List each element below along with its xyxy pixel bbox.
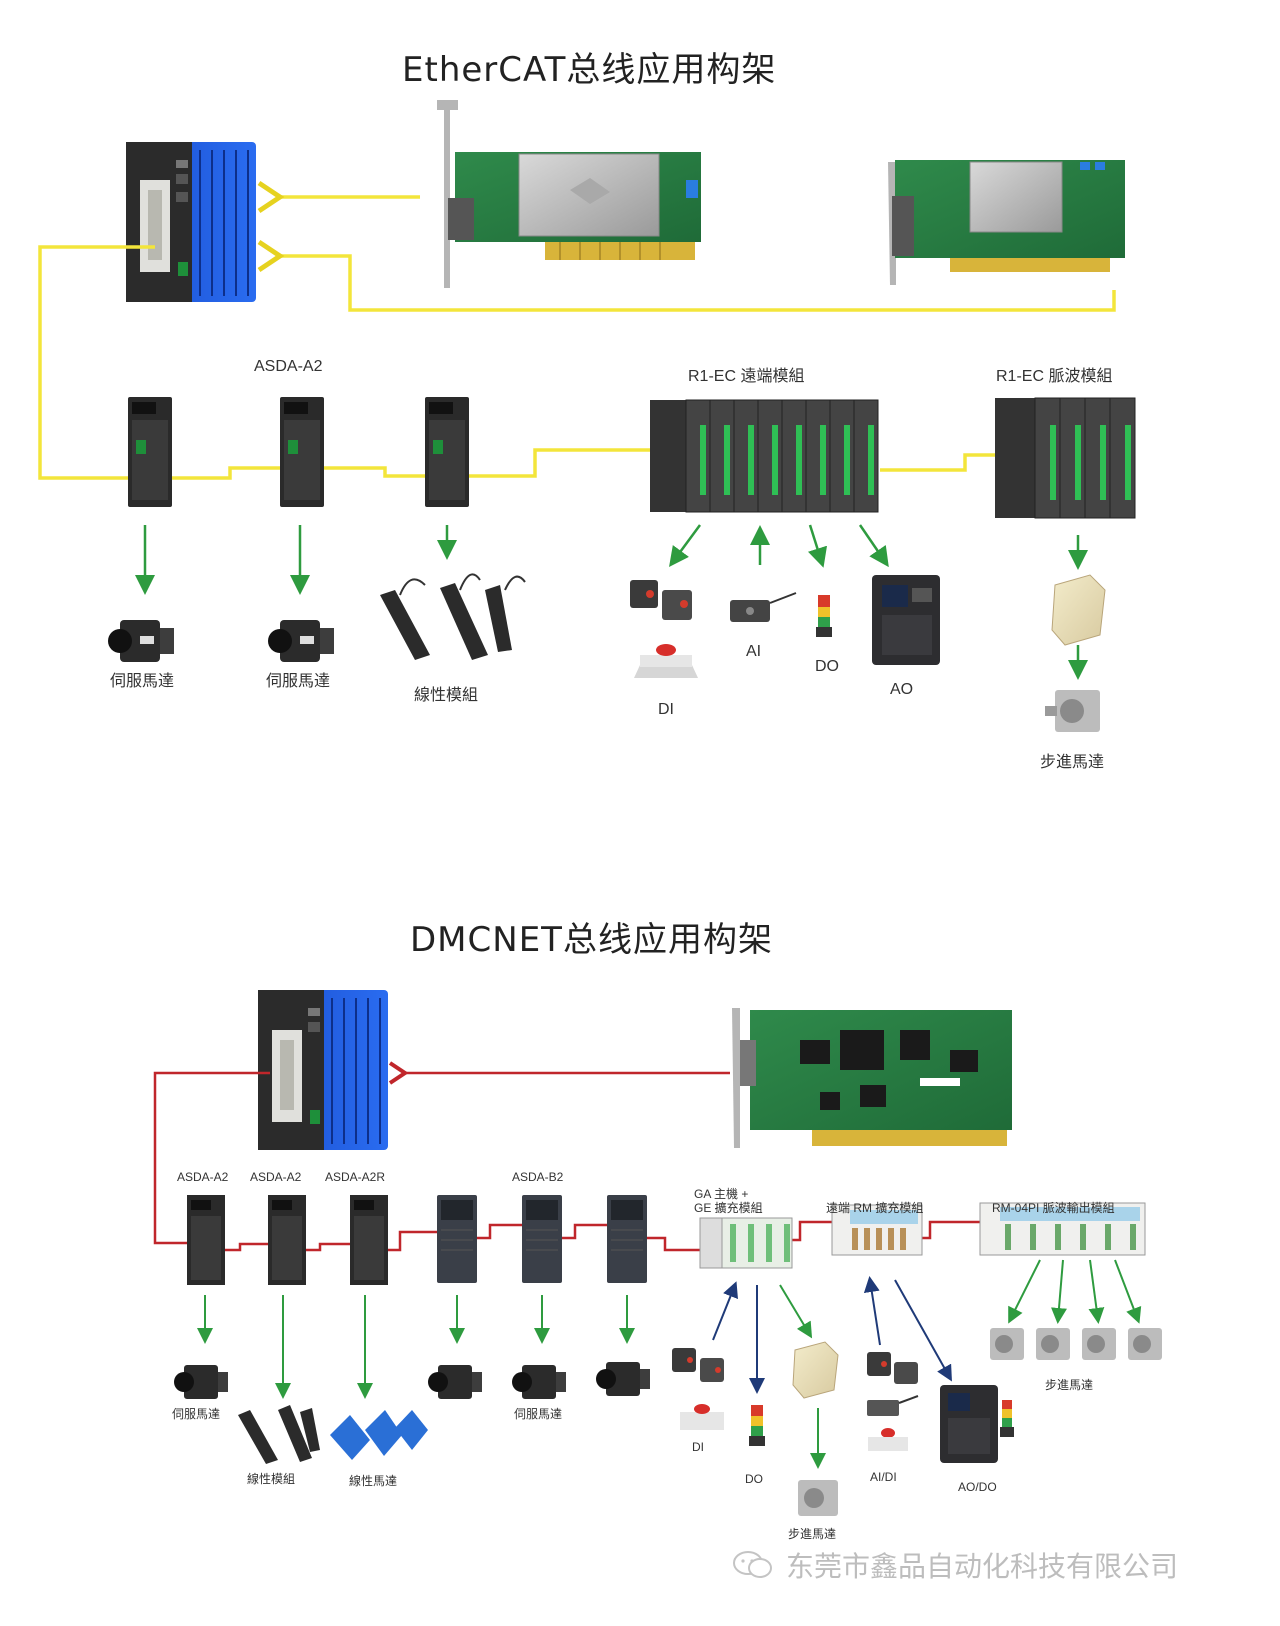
pci-card-icon: [437, 100, 701, 288]
servo-drive-icon: [350, 1195, 388, 1285]
servo-motor-icon: [268, 620, 334, 662]
inverter-icon: [872, 575, 940, 665]
servo-motor-icon: [596, 1362, 650, 1396]
label-r1-remote: R1-EC 遠端模組: [688, 368, 805, 385]
label-linear-module: 線性模組: [414, 687, 479, 704]
sensor-icon: [730, 592, 797, 622]
label-ai: AI: [746, 643, 762, 660]
stepper-driver-icon: [1051, 574, 1106, 646]
servo-motor-icon: [428, 1365, 482, 1399]
label-rm04pi: RM-04PI 脈波輸出模組: [992, 1201, 1115, 1215]
inverter-icon: [940, 1385, 1014, 1463]
stepper-motor-icon: [1036, 1328, 1070, 1360]
label-ai-di: AI/DI: [870, 1470, 897, 1484]
label-asda-a2-2: ASDA-A2: [250, 1170, 302, 1184]
label-ao-do: AO/DO: [958, 1480, 997, 1494]
signal-tower-icon: [816, 595, 832, 637]
label-stepper-right: 步進馬達: [1045, 1378, 1094, 1392]
servo-drive-icon: [268, 1195, 306, 1285]
label-stepper: 步進馬達: [1040, 754, 1105, 771]
stepper-motor-icon: [1128, 1328, 1162, 1360]
label-linear-motor: 線性馬達: [349, 1474, 398, 1488]
sensor-icon: [867, 1352, 919, 1451]
servo-motor-icon: [108, 620, 174, 662]
ethercat-output-arrows: [135, 524, 1088, 680]
label-ge-module: GE 擴充模組: [694, 1201, 763, 1215]
remote-io-module-icon: [995, 397, 1136, 519]
sensor-icon: [630, 580, 692, 620]
stepper-motor-icon: [1045, 690, 1100, 732]
label-ga-host: GA 主機 +: [694, 1187, 749, 1201]
label-asda-a2: ASDA-A2: [254, 358, 323, 375]
signal-tower-icon: [749, 1405, 765, 1446]
label-servo-2: 伺服馬達: [266, 673, 331, 690]
servo-drive-icon: [187, 1195, 225, 1285]
linear-module-icon: [380, 573, 526, 660]
stepper-driver-icon: [792, 1341, 839, 1399]
label-stepper-mid: 步進馬達: [788, 1527, 837, 1541]
label-do: DO: [815, 658, 839, 675]
remote-io-module-icon: [831, 1204, 923, 1256]
pci-card-icon: [732, 1008, 1012, 1148]
servo-drive-icon: [280, 397, 324, 507]
label-servo-mid: 伺服馬達: [514, 1407, 563, 1421]
dmcnet-output-arrows: [197, 1259, 1142, 1469]
sensor-icon: [672, 1348, 724, 1382]
ipc-controller-icon: [126, 142, 256, 302]
wechat-icon: [733, 1551, 772, 1578]
servo-drive-icon: [522, 1195, 562, 1283]
label-ao: AO: [890, 681, 914, 698]
emergency-button-icon: [634, 644, 698, 678]
label-do-dmc: DO: [745, 1472, 763, 1486]
label-servo-left: 伺服馬達: [172, 1407, 221, 1421]
dmcnet-title: DMCNET总线应用构架: [410, 920, 773, 960]
label-asda-a2-1: ASDA-A2: [177, 1170, 229, 1184]
label-asda-b2: ASDA-B2: [512, 1170, 564, 1184]
remote-io-module-icon: [699, 1217, 793, 1269]
servo-drive-icon: [425, 397, 469, 507]
stepper-motor-icon: [990, 1328, 1024, 1360]
pci-card-icon: [888, 160, 1125, 285]
servo-drive-icon: [128, 397, 172, 507]
label-di-dmc: DI: [692, 1440, 704, 1454]
linear-module-icon: [238, 1405, 320, 1464]
label-linear-module-dmc: 線性模組: [247, 1472, 296, 1486]
stepper-motor-icon: [798, 1480, 838, 1516]
servo-motor-icon: [174, 1365, 228, 1399]
linear-motor-icon: [330, 1410, 428, 1460]
servo-drive-icon: [607, 1195, 647, 1283]
label-servo-1: 伺服馬達: [110, 673, 175, 690]
ipc-controller-icon: [258, 990, 388, 1150]
servo-drive-icon: [437, 1195, 477, 1283]
label-di: DI: [658, 701, 674, 718]
servo-motor-icon: [512, 1365, 566, 1399]
ethercat-title: EtherCAT总线应用构架: [402, 50, 777, 90]
label-r1-pulse: R1-EC 脈波模組: [996, 368, 1113, 385]
stepper-motor-icon: [1082, 1328, 1116, 1360]
emergency-button-icon: [680, 1404, 724, 1430]
label-asda-a2r: ASDA-A2R: [325, 1170, 386, 1184]
remote-io-module-icon: [979, 1202, 1146, 1256]
company-watermark: 东莞市鑫品自动化科技有限公司: [786, 1550, 1179, 1583]
label-rm-module: 遠端 RM 擴充模組: [826, 1201, 924, 1215]
remote-io-module-icon: [650, 399, 879, 513]
